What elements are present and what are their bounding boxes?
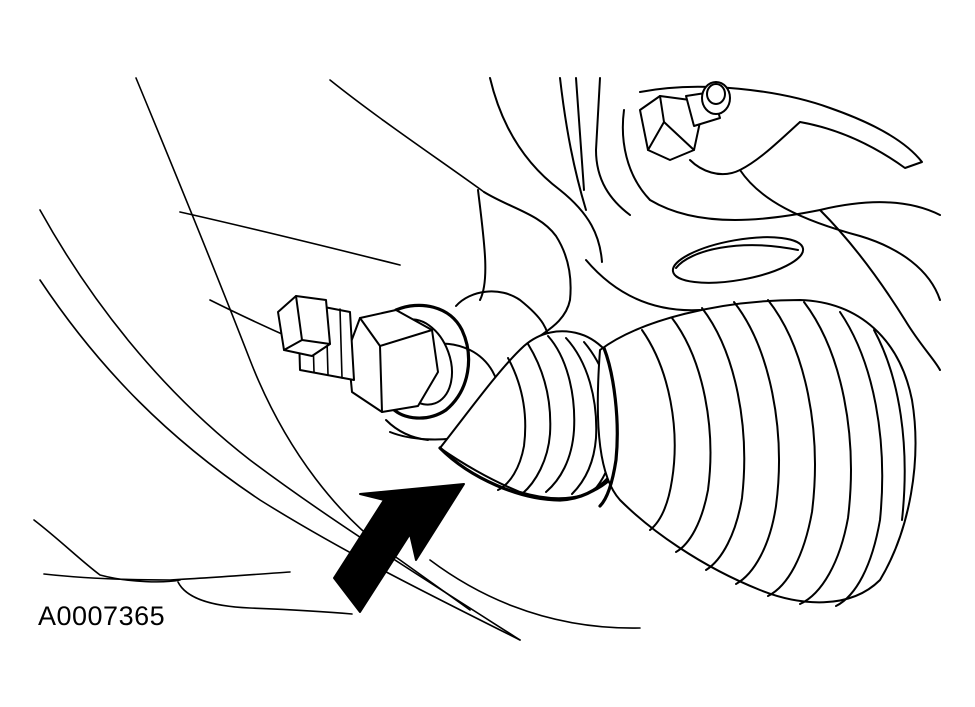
bleed-screw [277,295,471,420]
knuckle-opening [671,236,805,284]
callout-arrow [333,483,465,613]
body-panel-lines [33,77,641,641]
knuckle-bracket [489,77,941,371]
grease-fitting [639,81,731,161]
outer-boot [596,299,917,607]
figure-id-label: A0007365 [38,601,166,631]
